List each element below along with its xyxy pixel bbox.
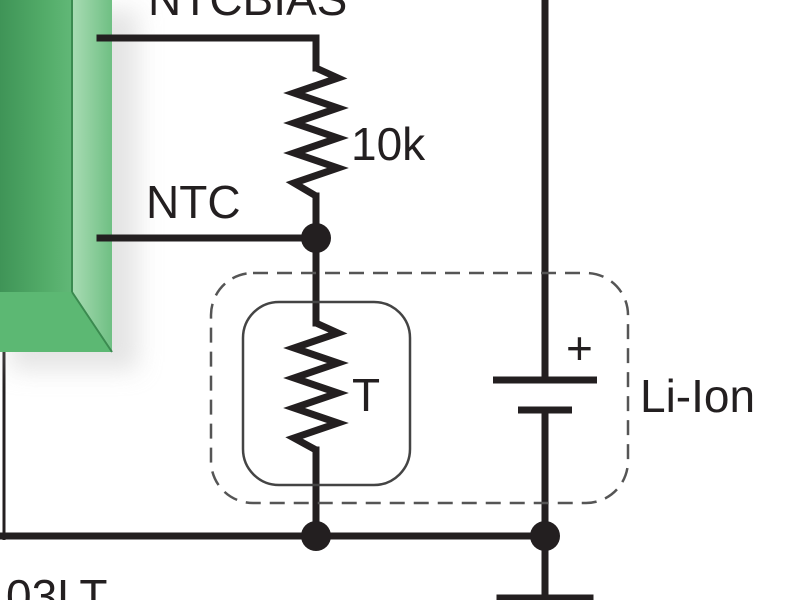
label-li-ion: Li-Ion <box>640 370 755 422</box>
thermistor-housing <box>241 300 412 487</box>
junction-thermistor-ground <box>301 521 331 551</box>
bias-resistor-10k <box>283 64 349 200</box>
label-ntcbias: NTCBIAS <box>148 0 347 25</box>
junction-ntc-node <box>301 223 331 253</box>
label-battery-plus: + <box>566 322 593 374</box>
junction-battery-ground <box>530 521 560 551</box>
label-chip-part: 03LT <box>6 570 107 600</box>
label-thermistor-t: T <box>352 369 380 421</box>
label-ntc: NTC <box>146 176 241 228</box>
ntc-thermistor <box>283 319 349 454</box>
li-ion-battery-symbol <box>493 376 597 414</box>
junction-dots <box>301 223 560 551</box>
battery-pack-outline <box>209 271 630 505</box>
ntcbias-wire <box>96 34 320 72</box>
ic-chip-body <box>0 0 138 370</box>
label-10k: 10k <box>351 118 426 170</box>
